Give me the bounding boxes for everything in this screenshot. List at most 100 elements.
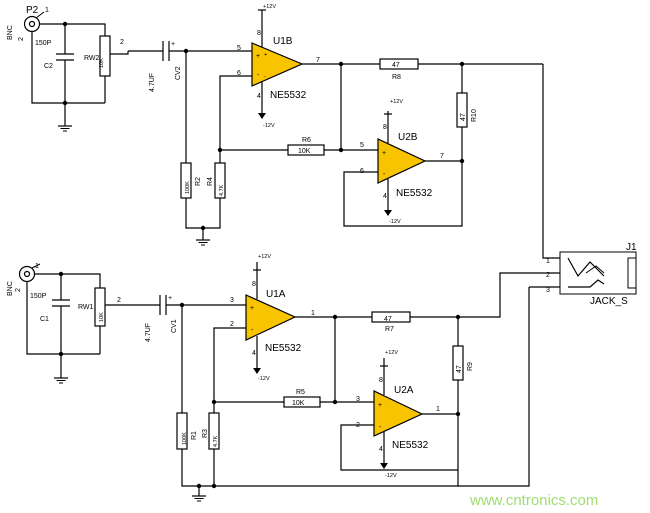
cv2-ref: CV2: [175, 66, 182, 80]
u2a-part: NE5532: [392, 440, 429, 451]
svg-text:-: -: [379, 424, 382, 431]
capacitor-c1: 150P C1: [30, 293, 70, 323]
r2-value: 100K: [185, 181, 191, 194]
jack-j1: J1 JACK_S 1 2 3: [458, 64, 637, 487]
u2a-pin8: 8: [379, 377, 383, 384]
bnc-label: BNC: [7, 25, 14, 40]
ground-symbol: [196, 239, 210, 246]
resistor-r8: 47 R8: [379, 58, 419, 81]
svg-text:-: -: [264, 74, 266, 80]
bnc-pin2: 2: [18, 37, 25, 41]
svg-text:+: +: [264, 52, 267, 58]
r5-value: 10K: [292, 400, 305, 407]
watermark: www.cntronics.com: [469, 492, 598, 509]
u1a-pin3: 3: [230, 297, 234, 304]
r9-ref: R9: [467, 362, 474, 371]
r4-ref: R4: [207, 177, 214, 186]
rw1-pin: 2: [117, 297, 121, 304]
jack-pin2: 2: [546, 272, 550, 279]
supply-tick: [253, 262, 261, 374]
jack-ref: J1: [626, 242, 637, 253]
capacitor-cv2: + 4.7UF CV2: [149, 41, 182, 92]
cv2-value: 4.7UF: [149, 73, 156, 92]
r3-ref: R3: [202, 429, 209, 438]
u2b-pin8: 8: [383, 124, 387, 131]
rw2-ref: RW2: [84, 55, 100, 62]
u1a-pin2: 2: [230, 321, 234, 328]
resistor-r7: 47 R7: [371, 311, 411, 333]
r6-value: 10K: [298, 148, 311, 155]
u1b-pin7: 7: [316, 57, 320, 64]
u2a-pin3: 3: [356, 396, 360, 403]
jack-pin3: 3: [546, 287, 550, 294]
u2b-pin5: 5: [360, 142, 364, 149]
r5-ref: R5: [296, 389, 305, 396]
cv1-ref: CV1: [171, 319, 178, 333]
u1b-pin5: 5: [237, 45, 241, 52]
bnc-label: BNC: [7, 281, 14, 296]
rw2-pin: 2: [120, 39, 124, 46]
resistor-r4: R4 4.7K: [207, 162, 226, 199]
bnc-pin2: 2: [15, 288, 22, 292]
cv2-plus: +: [171, 41, 175, 48]
u1b-vpos: +12V: [263, 4, 276, 10]
r7-ref: R7: [385, 326, 394, 333]
resistor-r9: 47 R9: [452, 345, 474, 381]
c1-value: 150P: [30, 293, 47, 300]
u1b-vneg: -12V: [263, 123, 275, 129]
svg-text:-: -: [383, 171, 386, 178]
bnc-pin1: 1: [45, 7, 49, 14]
p2-label: P2: [26, 5, 39, 16]
resistor-r3: R3 4.7K: [202, 412, 220, 450]
svg-text:+: +: [382, 150, 386, 157]
resistor-r2: 100K R2: [180, 162, 202, 199]
u2b-vpos: +12V: [390, 99, 403, 105]
supply-tick: [384, 111, 392, 216]
u2b-pin7: 7: [440, 153, 444, 160]
u1b-pin8: 8: [257, 30, 261, 37]
u1a-pin8: 8: [252, 281, 256, 288]
r2-ref: R2: [195, 177, 202, 186]
supply-tick: [380, 358, 388, 469]
opamp-u1b: + - + - +12V -12V 8 4 5 6 7 U1B NE5532: [237, 4, 320, 129]
u2b-vneg: -12V: [389, 219, 401, 225]
jack-name: JACK_S: [590, 296, 628, 307]
opamp-u2b: + - +12V -12V 8 4 5 6 7 U2B NE5532: [360, 99, 444, 225]
ground-symbol: [192, 495, 206, 502]
u2a-vpos: +12V: [385, 350, 398, 356]
svg-text:+: +: [250, 305, 254, 312]
svg-text:-: -: [257, 72, 260, 79]
u2a-pin4: 4: [379, 446, 383, 453]
potentiometer-rw1: RW1 10K 2: [78, 287, 160, 354]
u1b-part: NE5532: [270, 90, 307, 101]
u2a-vneg: -12V: [385, 473, 397, 479]
cv1-value: 4.7UF: [145, 323, 152, 342]
resistor-r5: R5 10K: [283, 389, 321, 408]
r8-ref: R8: [392, 74, 401, 81]
potentiometer-rw2: RW2 10K 2: [84, 35, 129, 103]
opamp-u1a: + - +12V -12V 8 4 3 2 1 U1A NE5532: [230, 254, 315, 382]
svg-text:+: +: [378, 402, 382, 409]
u1a-pin4: 4: [252, 350, 256, 357]
u1a-pin1: 1: [311, 310, 315, 317]
jack-pin1: 1: [546, 258, 550, 265]
ground-symbol: [58, 125, 72, 132]
c2-ref: C2: [44, 63, 53, 70]
u1a-vneg: -12V: [258, 376, 270, 382]
u1a-ref: U1A: [266, 289, 286, 300]
r3-value: 4.7K: [213, 435, 219, 447]
r1-value: 100K: [182, 432, 188, 445]
c2-value: 150P: [35, 40, 52, 47]
u1a-part: NE5532: [265, 343, 302, 354]
bnc-connector-p2: P2 BNC 2 1: [7, 5, 49, 41]
u1b-ref: U1B: [273, 36, 293, 47]
r8-value: 47: [392, 62, 400, 69]
bottom-channel: BNC 2 1 150P C1 RW1 10K 2: [7, 254, 543, 502]
r4-value: 4.7K: [219, 184, 225, 196]
u1a-vpos: +12V: [258, 254, 271, 260]
svg-text:-: -: [251, 327, 254, 334]
u2a-ref: U2A: [394, 385, 414, 396]
capacitor-c2: 150P C2: [35, 40, 74, 70]
u2b-pin4: 4: [383, 193, 387, 200]
